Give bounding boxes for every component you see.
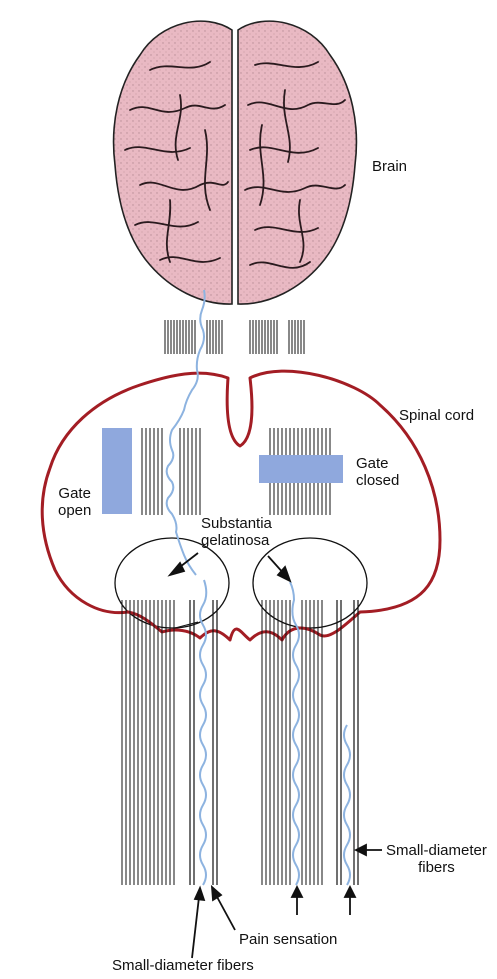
lower-bundle-left-narrow xyxy=(189,600,218,885)
upper-tract-left xyxy=(164,320,223,354)
spinal-cord-outline xyxy=(40,369,442,642)
spinal-cord-label: Spinal cord xyxy=(399,407,475,424)
gate-open-label: Gate open xyxy=(58,485,91,519)
pain-sensation-label: Pain sensation xyxy=(239,931,338,948)
fiber-branch xyxy=(174,621,199,629)
small-fiber-center xyxy=(289,581,300,886)
lower-bundle-right-wide xyxy=(261,600,323,885)
lower-bundle-right-narrow xyxy=(336,600,359,885)
small-fibers-bottom-label: Small-diameter fibers xyxy=(112,957,254,974)
substantia-gelatinosa-left xyxy=(114,537,230,629)
substantia-gelatinosa-label: Substantia gelatinosa xyxy=(201,515,272,549)
gate-closed-line2: closed xyxy=(356,472,400,489)
small-fiber-right xyxy=(343,724,351,886)
lower-bundle-left-wide xyxy=(121,600,175,885)
small-fibers-right-label: Small-diameter fibers xyxy=(386,842,487,876)
pain-arrow-left xyxy=(215,894,236,931)
gate-closed-label: Gate closed xyxy=(356,455,399,489)
small-fibers-right-line1: Small-diameter xyxy=(386,842,487,859)
gate-open-column-lines xyxy=(141,428,201,515)
gate-open-bar xyxy=(102,428,132,514)
substantia-line1: Substantia xyxy=(201,515,272,532)
small-fiber-left xyxy=(199,579,208,886)
substantia-line2: gelatinosa xyxy=(201,532,270,549)
gate-open-line1: Gate xyxy=(58,485,91,502)
pain-fiber-ascending xyxy=(165,289,206,576)
small-fibers-bottom-arrow xyxy=(191,896,200,959)
gate-closed-line1: Gate xyxy=(356,455,389,472)
upper-tract-right xyxy=(249,320,305,354)
annotation-arrows xyxy=(167,552,382,959)
brain-gyri xyxy=(124,61,346,269)
gate-closed-bar xyxy=(259,455,343,483)
brain-illustration xyxy=(112,20,358,305)
small-fibers-right-line2: fibers xyxy=(418,859,455,876)
brain-label: Brain xyxy=(372,158,408,175)
gate-open-line2: open xyxy=(58,502,92,519)
